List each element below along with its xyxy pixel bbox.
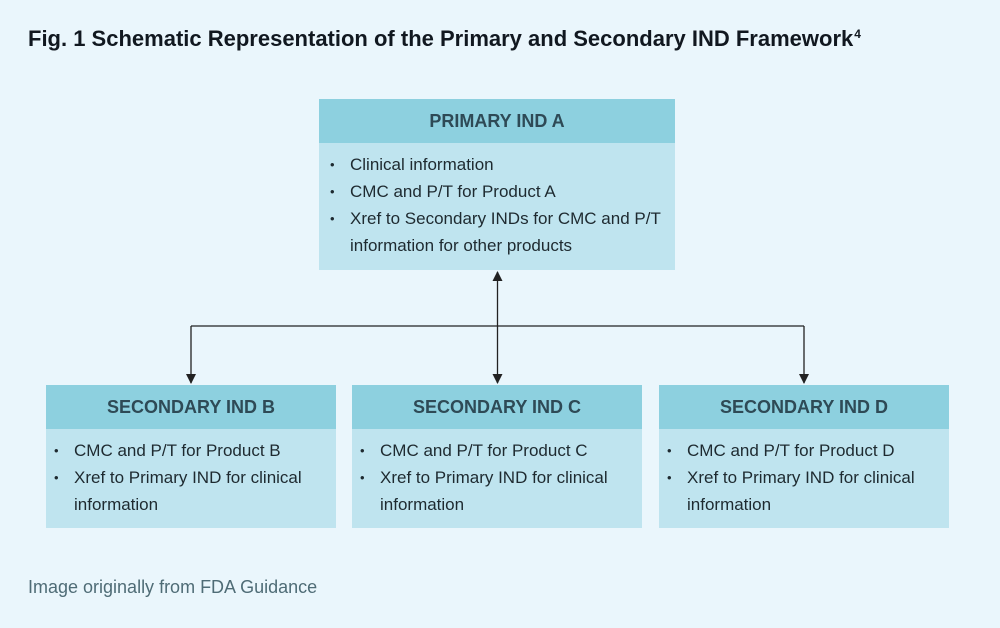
figure-title: Fig. 1 Schematic Representation of the P… [28,26,861,52]
primary-ind-a-box: PRIMARY IND A Clinical information CMC a… [319,99,675,270]
source-footnote: Image originally from FDA Guidance [28,577,318,597]
secondary-ind-d-list: CMC and P/T for Product D Xref to Primar… [659,429,949,518]
secondary-ind-c-list: CMC and P/T for Product C Xref to Primar… [352,429,642,518]
secondary-ind-c-header: SECONDARY IND C [352,385,642,429]
list-item: CMC and P/T for Product B [54,437,326,464]
list-item: Xref to Secondary INDs for CMC and P/T i… [330,205,665,259]
secondary-ind-d-header: SECONDARY IND D [659,385,949,429]
list-item: Xref to Primary IND for clinical informa… [54,464,326,518]
primary-ind-a-list: Clinical information CMC and P/T for Pro… [319,143,675,259]
figure-title-text: Fig. 1 Schematic Representation of the P… [28,26,854,51]
list-item: Clinical information [330,151,665,178]
secondary-ind-b-box: SECONDARY IND B CMC and P/T for Product … [46,385,336,528]
list-item: Xref to Primary IND for clinical informa… [667,464,939,518]
secondary-ind-b-list: CMC and P/T for Product B Xref to Primar… [46,429,336,518]
figure-title-superscript: 4 [854,26,861,41]
list-item: CMC and P/T for Product C [360,437,632,464]
secondary-ind-b-header: SECONDARY IND B [46,385,336,429]
primary-ind-a-header: PRIMARY IND A [319,99,675,143]
secondary-ind-c-box: SECONDARY IND C CMC and P/T for Product … [352,385,642,528]
secondary-ind-d-box: SECONDARY IND D CMC and P/T for Product … [659,385,949,528]
list-item: CMC and P/T for Product D [667,437,939,464]
list-item: CMC and P/T for Product A [330,178,665,205]
list-item: Xref to Primary IND for clinical informa… [360,464,632,518]
